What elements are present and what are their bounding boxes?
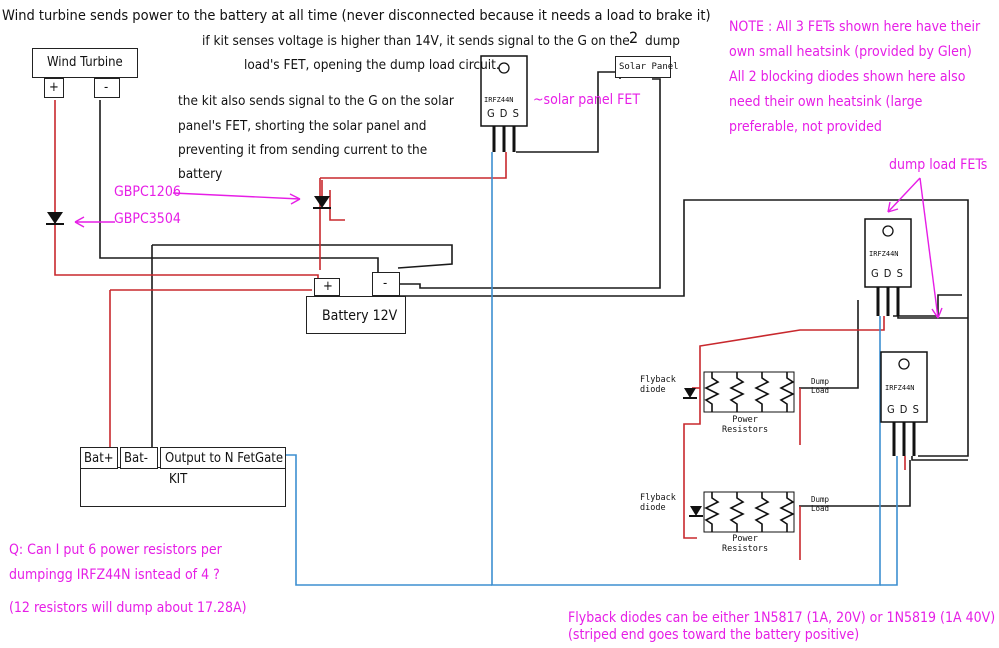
arrow-gbpc1206 [172,192,301,200]
dump-load-2 [689,491,795,533]
wire-dump-positive [683,316,885,539]
diode-gbpc3504 [46,212,64,225]
fet-dump2-part: IRFZ44N [885,384,915,392]
dump1-dump-label: Dump Load [811,377,830,395]
note-solar-fet: ~solar panel FET [533,92,641,108]
note-diode-2: GBPC3504 [114,211,181,227]
wire-fet2-source [911,456,968,461]
wind-turbine-label: Wind Turbine [47,55,123,70]
fet-solar-part: IRFZ44N [484,96,514,104]
battery-minus-terminal: - [372,272,400,296]
wire-dump2-drain [799,460,911,507]
black-wires [99,71,969,507]
fet-solar [480,55,528,152]
wire-fet1-drain [893,294,962,317]
dump-load-1 [683,371,795,413]
note-question-2: dumpingg IRFZ44N isntead of 4 ? [9,567,220,583]
arrow-dump-fet1 [887,177,921,213]
wire-gate-kit [285,454,492,586]
note-heatsink-5: preferable, not provided [729,119,882,135]
note-dump-signal-num: 2 [629,28,639,47]
kit-bat-plus-label: Bat+ [84,451,114,466]
kit-bat-plus-terminal: Bat+ [80,447,118,469]
battery-label: Battery 12V [322,308,398,324]
battery-minus-label: - [383,276,388,291]
wire-solar-drain [320,152,507,179]
kit-output-label: Output to N FetGate [165,451,284,466]
kit-bat-minus-label: Bat- [124,451,148,466]
battery-plus-label: + [323,279,333,294]
wire-bat-minus-kit [152,244,453,269]
note-heatsink-4: need their own heatsink (large [729,94,923,110]
wind-turbine-plus-terminal: + [44,78,64,98]
note-heatsink-2: own small heatsink (provided by Glen) [729,44,972,60]
note-solar-signal-4: battery [178,166,223,182]
dump2-resistors-label: Power Resistors [722,534,769,554]
fet-dump1-part: IRFZ44N [869,250,899,258]
kit-box: KIT [80,467,286,507]
arrow-dump-fet1-head [887,201,899,213]
fet-dump-2 [880,351,928,456]
fet-dump2-pins: G D S [887,403,920,416]
note-heatsink-3: All 2 blocking diodes shown here also [729,69,966,85]
wire-solar-source [516,71,621,153]
arrow-gbpc1206-head [289,193,301,205]
note-flyback-2: (striped end goes toward the battery pos… [568,627,860,643]
wind-turbine-minus-terminal: - [94,78,120,98]
solar-panel-box: Solar Panel [615,56,679,78]
note-heatsink-1: NOTE : All 3 FETs shown here have their [729,19,981,35]
note-diode-1: GBPC1206 [114,184,181,200]
fet-solar-pins: G D S [487,107,520,120]
wire-turbine-plus [54,100,319,280]
red-wires [54,100,906,560]
dump1-resistors-label: Power Resistors [722,415,769,435]
fet-dump-1 [864,218,912,316]
note-solar-signal-1: the kit also sends signal to the G on th… [178,93,454,109]
solar-panel-label: Solar Panel [619,62,679,72]
note-solar-signal-2: panel's FET, shorting the solar panel an… [178,118,427,134]
wire-bat-minus-solar [398,78,661,289]
arrow-dump-fet2 [919,177,939,319]
note-dump-signal-tail: dump [645,33,680,49]
wind-turbine-plus-label: + [49,80,59,95]
note-flyback-1: Flyback diodes can be either 1N5817 (1A,… [568,610,996,626]
fet-dump1-pins: G D S [871,267,904,280]
note-top: Wind turbine sends power to the battery … [2,8,711,24]
kit-label: KIT [169,472,188,487]
battery-plus-terminal: + [314,278,340,296]
wire-gate-solar [491,152,881,586]
note-dump-signal-2: load's FET, opening the dump load circui… [244,57,500,73]
note-dump-signal-1: if kit senses voltage is higher than 14V… [202,33,630,49]
arrow-dump-fet2-head [931,307,943,319]
note-dump-fets: dump load FETs [889,157,988,173]
dump2-dump-label: Dump Load [811,495,830,513]
arrow-gbpc3504-head [74,216,85,228]
wire-dump1-drain [799,300,859,389]
blue-wires [285,152,898,586]
dump2-flyback-label: Flyback diode [640,493,676,513]
note-question-1: Q: Can I put 6 power resistors per [9,542,222,558]
dump1-flyback-label: Flyback diode [640,375,676,395]
diode-gbpc1206 [313,180,331,209]
battery-box: Battery 12V [306,296,406,334]
note-question-3: (12 resistors will dump about 17.28A) [9,600,247,616]
kit-bat-minus-terminal: Bat- [120,447,158,469]
annotation-arrows [74,177,943,319]
wire-turbine-minus [99,100,379,278]
wind-turbine-minus-label: - [104,80,109,95]
wire-gate-fet2 [880,456,898,586]
wind-turbine-box: Wind Turbine [32,48,138,78]
kit-output-terminal: Output to N FetGate [160,447,286,469]
note-solar-signal-3: preventing it from sending current to th… [178,142,428,158]
wire-diode-node [329,190,345,221]
